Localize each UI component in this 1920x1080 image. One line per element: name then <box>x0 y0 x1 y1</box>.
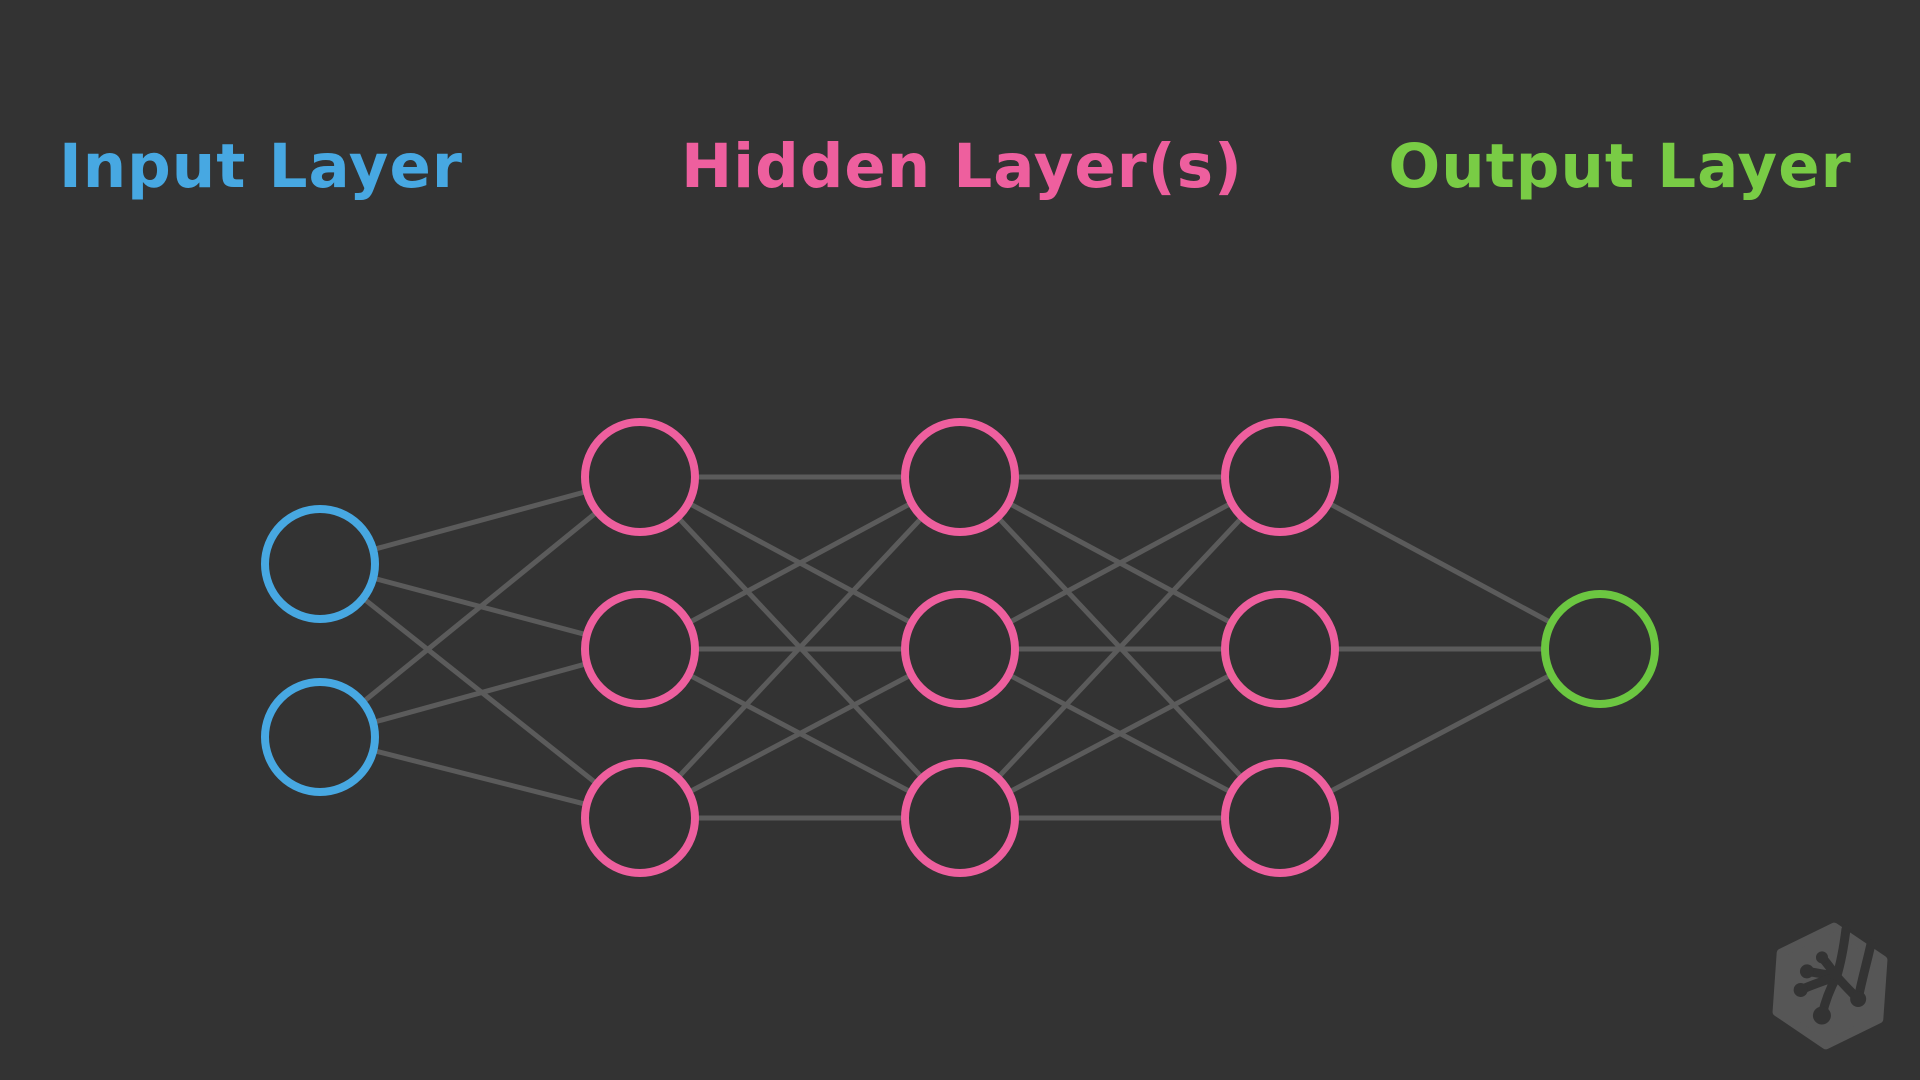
toe-tip <box>1812 1006 1831 1025</box>
node-hidden-3-2 <box>1221 590 1339 708</box>
node-output-1 <box>1541 590 1659 708</box>
input-layer-label: Input Layer <box>59 131 463 202</box>
edge-hidden-1-to-hidden-2 <box>638 474 962 652</box>
node-hidden-2-1 <box>901 418 1019 536</box>
node-hidden-1-3 <box>581 759 699 877</box>
edge-hidden-1-to-hidden-2 <box>638 475 962 820</box>
node-input-2 <box>261 678 379 796</box>
toe-tip <box>1815 951 1828 964</box>
node-hidden-1-2 <box>581 590 699 708</box>
hidden-layers-label: Hidden Layer(s) <box>681 131 1243 202</box>
edge-hidden-2-to-hidden-3 <box>958 474 1282 652</box>
node-hidden-3-1 <box>1221 418 1339 536</box>
edge-input-to-hidden-1 <box>318 475 642 739</box>
edge-hidden-1-to-hidden-2 <box>638 646 962 821</box>
edge-hidden-2-to-hidden-3 <box>958 475 1282 820</box>
toe-tip <box>1799 964 1814 979</box>
node-hidden-2-3 <box>901 759 1019 877</box>
edge-hidden-3-to-output <box>1278 646 1602 821</box>
node-hidden-3-3 <box>1221 759 1339 877</box>
logo-hexagon-group <box>1772 922 1888 1050</box>
node-input-1 <box>261 505 379 623</box>
logo-frog-toe-tips <box>1793 951 1867 1025</box>
node-hidden-2-2 <box>901 590 1019 708</box>
node-hidden-1-1 <box>581 418 699 536</box>
hexagon-frog-logo <box>1772 922 1888 1050</box>
output-layer-label: Output Layer <box>1388 131 1852 202</box>
toe-tip <box>1850 990 1867 1007</box>
toe-tip <box>1793 982 1808 997</box>
edge-hidden-3-to-output <box>1278 474 1602 652</box>
edge-hidden-2-to-hidden-3 <box>958 646 1282 821</box>
